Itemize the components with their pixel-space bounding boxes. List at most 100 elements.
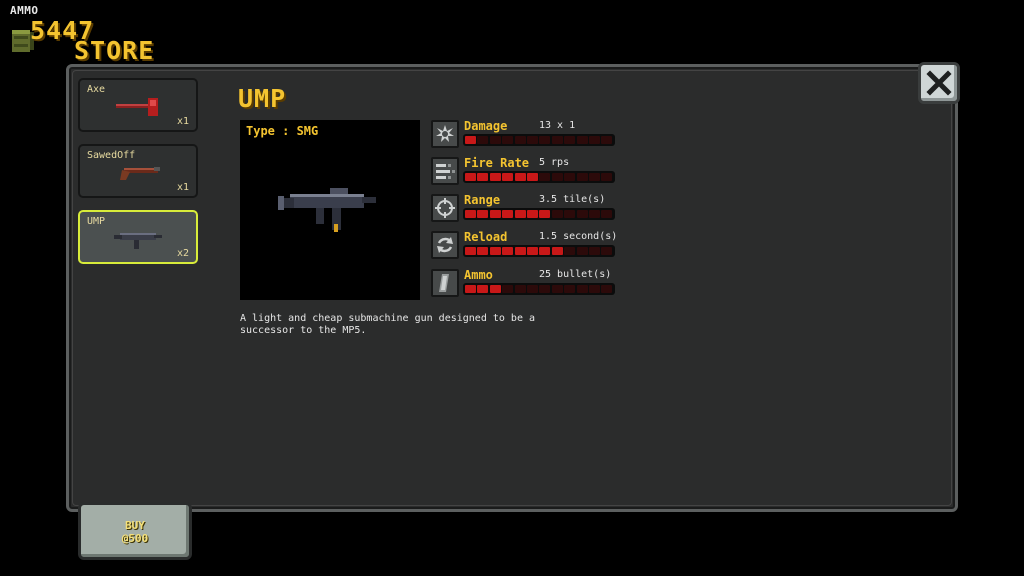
stat-bar-segment [527,247,538,255]
stat-bar-segment [589,210,600,218]
stat-bar-segment [564,285,576,293]
stat-reload: Reload 1.5 second(s) [431,230,621,263]
stat-bar-segment [601,285,613,293]
slot-name: UMP [87,216,106,227]
weapon-title: UMP [238,84,287,113]
stat-bar-segment [564,136,576,144]
spark-icon [431,120,459,148]
stat-bar-segment [551,173,563,181]
stat-bar [463,283,615,295]
stat-bar-segment [502,247,514,255]
stat-fire-rate: Fire Rate 5 rps [431,156,621,189]
stat-bar-segment [539,136,551,144]
stat-bar-segment [465,136,476,144]
stat-bar-segment [514,247,526,255]
stat-bar-segment [465,285,476,293]
close-button[interactable] [918,62,960,104]
stat-bar-segment [564,247,576,255]
stat-bar-segment [502,210,514,218]
stat-label: Ammo [464,268,493,282]
weapon-preview: Type : SMG [240,120,420,300]
slot-qty: x1 [176,182,189,193]
stat-bar-segment [601,210,613,218]
stat-bar-segment [576,136,588,144]
stat-bar-segment [551,136,563,144]
stat-bar-segment [489,173,501,181]
stat-bar [463,208,615,220]
stat-bar-segment [477,136,489,144]
stat-bar-segment [539,173,551,181]
stat-bar-segment [514,136,526,144]
ammo-label: AMMO [10,4,39,17]
weapon-type: Type : SMG [246,124,319,138]
stat-bar-segment [551,247,563,255]
smg-icon [114,233,162,249]
stat-range: Range 3.5 tile(s) [431,193,621,226]
shotgun-icon [120,167,160,180]
buy-label: BUY [125,519,145,532]
stat-bar-segment [514,285,526,293]
stat-bar-segment [589,247,600,255]
stat-value: 5 rps [539,157,570,168]
slot-qty: x1 [176,116,189,127]
stat-bar-segment [601,173,613,181]
stat-bar-segment [489,285,501,293]
stat-bar-segment [527,173,538,181]
stat-value: 13 x 1 [539,120,576,131]
slot-qty: x2 [176,248,189,259]
stat-bar-segment [601,247,613,255]
stat-bar-segment [601,136,613,144]
stat-bar-segment [564,210,576,218]
stat-bar-segment [477,173,489,181]
stat-bar-segment [576,173,588,181]
stat-bar-segment [527,136,538,144]
stat-bar-segment [564,173,576,181]
bullets-icon [431,157,459,185]
reload-icon [431,231,459,259]
stat-label: Reload [464,230,508,244]
buy-button[interactable]: BUY @500 [78,502,192,560]
inventory-slot-sawedoff[interactable]: SawedOff x1 [78,144,198,198]
stat-bar [463,171,615,183]
stat-damage: Damage 13 x 1 [431,119,621,152]
stat-bar-segment [576,210,588,218]
stat-bar-segment [489,136,501,144]
stat-label: Fire Rate [464,156,530,170]
stat-bar-segment [477,210,489,218]
crosshair-icon [431,194,459,222]
inventory-slot-axe[interactable]: Axe x1 [78,78,198,132]
inventory-slot-ump[interactable]: UMP x2 [78,210,198,264]
stat-label: Damage [464,119,508,133]
stat-bar-segment [539,285,551,293]
magazine-icon [431,269,459,297]
slot-name: Axe [87,84,106,95]
store-title: STORE [74,36,155,65]
weapon-description: A light and cheap submachine gun designe… [240,313,536,336]
stat-bar-segment [539,210,551,218]
stat-value: 3.5 tile(s) [539,194,606,205]
axe-icon [116,98,158,116]
stat-bar-segment [514,210,526,218]
ammo-crate-icon [10,22,36,54]
close-icon [926,70,952,96]
stat-bar-segment [551,210,563,218]
stat-bar-segment [489,210,501,218]
stat-bar-segment [527,210,538,218]
stat-bar-segment [576,285,588,293]
stat-bar [463,134,615,146]
stat-bar-segment [465,210,476,218]
stat-bar-segment [502,136,514,144]
stat-bar-segment [514,173,526,181]
stat-ammo: Ammo 25 bullet(s) [431,268,621,301]
stat-bar-segment [576,247,588,255]
stat-bar-segment [589,136,600,144]
stat-bar-segment [477,285,489,293]
stat-bar-segment [502,285,514,293]
stat-bar-segment [527,285,538,293]
stat-bar-segment [465,247,476,255]
stat-value: 1.5 second(s) [539,231,618,242]
ammo-count: 5447 [30,16,95,45]
ump-gun-icon [278,188,376,232]
stat-bar-segment [539,247,551,255]
stat-bar-segment [589,173,600,181]
